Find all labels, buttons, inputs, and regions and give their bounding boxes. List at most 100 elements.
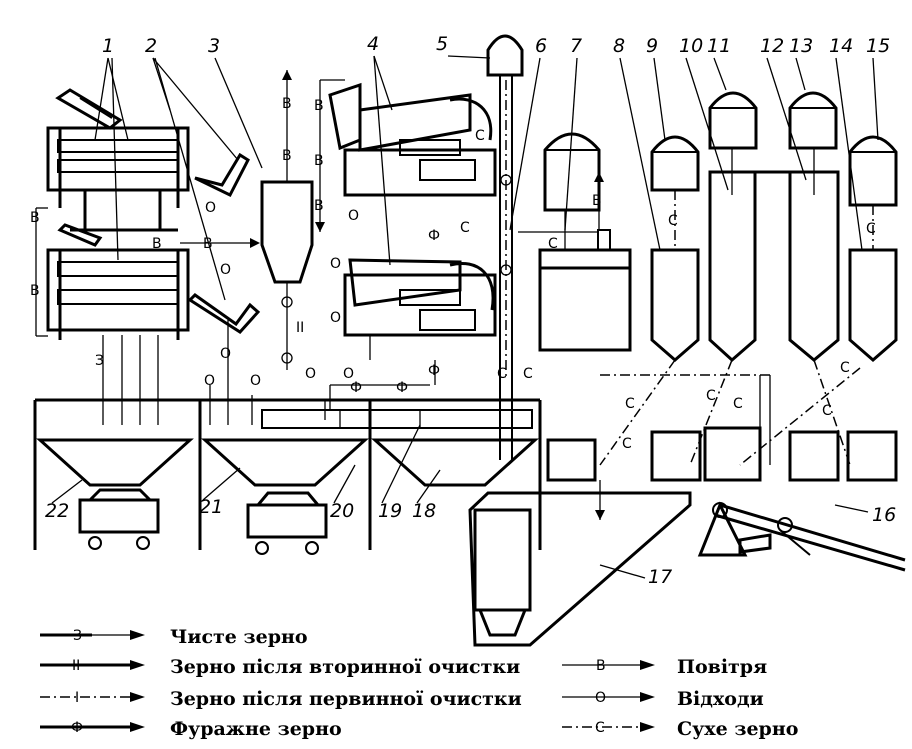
legend-symbol: С — [595, 720, 605, 736]
waste-mark: О — [205, 200, 216, 216]
clean-mark: З — [95, 353, 104, 369]
waste-mark: О — [330, 256, 341, 272]
air-mark: В — [592, 193, 602, 209]
machine-4-lower — [343, 258, 497, 360]
legend-symbol: О — [595, 690, 606, 706]
separator-lower — [46, 223, 261, 340]
legend-symbol: I — [75, 690, 79, 706]
air-mark: В — [30, 210, 40, 226]
feed-line — [329, 360, 436, 410]
num-9: 9 — [646, 35, 658, 57]
num-5: 5 — [436, 33, 448, 55]
dry-mark: С — [668, 213, 678, 229]
component-numbers: 1 2 3 4 5 6 7 8 9 10 11 12 13 14 15 16 1… — [45, 33, 896, 588]
air-mark: В — [152, 236, 162, 252]
dry-lines-bottom: С С С С С С С С — [497, 359, 861, 466]
trucks — [78, 488, 328, 555]
num-2: 2 — [145, 35, 157, 57]
waste-mark: О — [348, 208, 359, 224]
truck-bins — [546, 426, 898, 482]
waste-mark: О — [250, 373, 261, 389]
legend-symbol: Ф — [71, 720, 83, 736]
air-mark: В — [314, 198, 324, 214]
num-13: 13 — [789, 35, 813, 57]
num-6: 6 — [535, 35, 547, 57]
waste-mark: О — [305, 366, 316, 382]
waste-mark: О — [220, 346, 231, 362]
feed-mark: Ф — [396, 380, 408, 396]
secondary-mark: II — [296, 320, 304, 336]
num-8: 8 — [613, 35, 625, 57]
storage-bins: С С — [650, 148, 898, 363]
machine-4-upper: В В В — [314, 79, 497, 232]
num-17: 17 — [648, 566, 672, 588]
bunker-inflows: З — [95, 320, 326, 425]
air-lines-left: В В В В — [30, 207, 260, 337]
dry-mark: С — [460, 220, 470, 236]
separator-upper — [46, 88, 250, 230]
waste-markers: О О О О О О О О О О Ф Ф Ф Ф С С II — [204, 128, 485, 396]
num-11: 11 — [707, 35, 731, 57]
air-mark: В — [203, 236, 213, 252]
legend-item-dry: С Сухе зерно — [562, 718, 798, 740]
conveyor-16 — [697, 501, 906, 572]
legend-item-waste: О Відходи — [562, 688, 764, 710]
dry-mark: С — [523, 366, 533, 382]
feed-mark: Ф — [428, 228, 440, 244]
elevator-5 — [486, 34, 524, 460]
num-3: 3 — [208, 35, 220, 57]
legend-label-dry: Сухе зерно — [677, 718, 798, 740]
dry-mark: С — [840, 360, 850, 376]
air-mark: В — [314, 153, 324, 169]
num-14: 14 — [829, 35, 853, 57]
dry-mark: С — [548, 236, 558, 252]
num-18: 18 — [412, 500, 436, 522]
dry-mark: С — [622, 436, 632, 452]
dry-mark: С — [822, 403, 832, 419]
feed-mark: Ф — [350, 380, 362, 396]
air-mark: В — [314, 98, 324, 114]
num-4: 4 — [367, 33, 379, 55]
legend-label-secondary: Зерно після вторинної очистки — [170, 656, 520, 678]
feed-mark: Ф — [428, 363, 440, 379]
num-1: 1 — [102, 35, 114, 57]
dry-mark: С — [625, 396, 635, 412]
dry-mark: С — [866, 221, 876, 237]
num-16: 16 — [872, 504, 896, 526]
cyclone-3: В В — [260, 70, 314, 370]
num-19: 19 — [378, 500, 402, 522]
air-mark: В — [30, 283, 40, 299]
air-mark: В — [282, 148, 292, 164]
waste-mark: О — [220, 262, 231, 278]
legend-item-clean: З Чисте зерно — [40, 626, 308, 648]
bunker-frame — [33, 398, 542, 550]
dry-mark: С — [475, 128, 485, 144]
air-mark: В — [282, 96, 292, 112]
num-22: 22 — [45, 500, 69, 522]
num-12: 12 — [760, 35, 784, 57]
waste-mark: О — [343, 366, 354, 382]
num-7: 7 — [570, 35, 582, 57]
legend-label-air: Повітря — [677, 656, 767, 678]
num-10: 10 — [679, 35, 703, 57]
legend-symbol: З — [73, 628, 82, 644]
num-21: 21 — [199, 496, 223, 518]
legend-label-waste: Відходи — [677, 688, 764, 710]
num-15: 15 — [866, 35, 890, 57]
legend-symbol: II — [72, 658, 80, 674]
legend-label-primary: Зерно після первинної очистки — [170, 688, 522, 710]
domed-silos — [543, 91, 898, 212]
legend-label-clean: Чисте зерно — [170, 626, 308, 648]
legend-item-secondary: II Зерно після вторинної очистки — [40, 656, 520, 678]
waste-mark: О — [330, 310, 341, 326]
dry-mark: С — [497, 366, 507, 382]
waste-mark: О — [204, 373, 215, 389]
dryer-6: С В — [518, 172, 632, 352]
legend: З Чисте зерно II Зерно після вторинної о… — [40, 626, 798, 740]
legend-item-feed: Ф Фуражне зерно — [40, 718, 342, 740]
hopper-17 — [468, 480, 692, 647]
dry-mark: С — [733, 396, 743, 412]
legend-label-feed: Фуражне зерно — [170, 718, 342, 740]
legend-symbol: В — [596, 658, 606, 674]
dry-mark: С — [706, 388, 716, 404]
